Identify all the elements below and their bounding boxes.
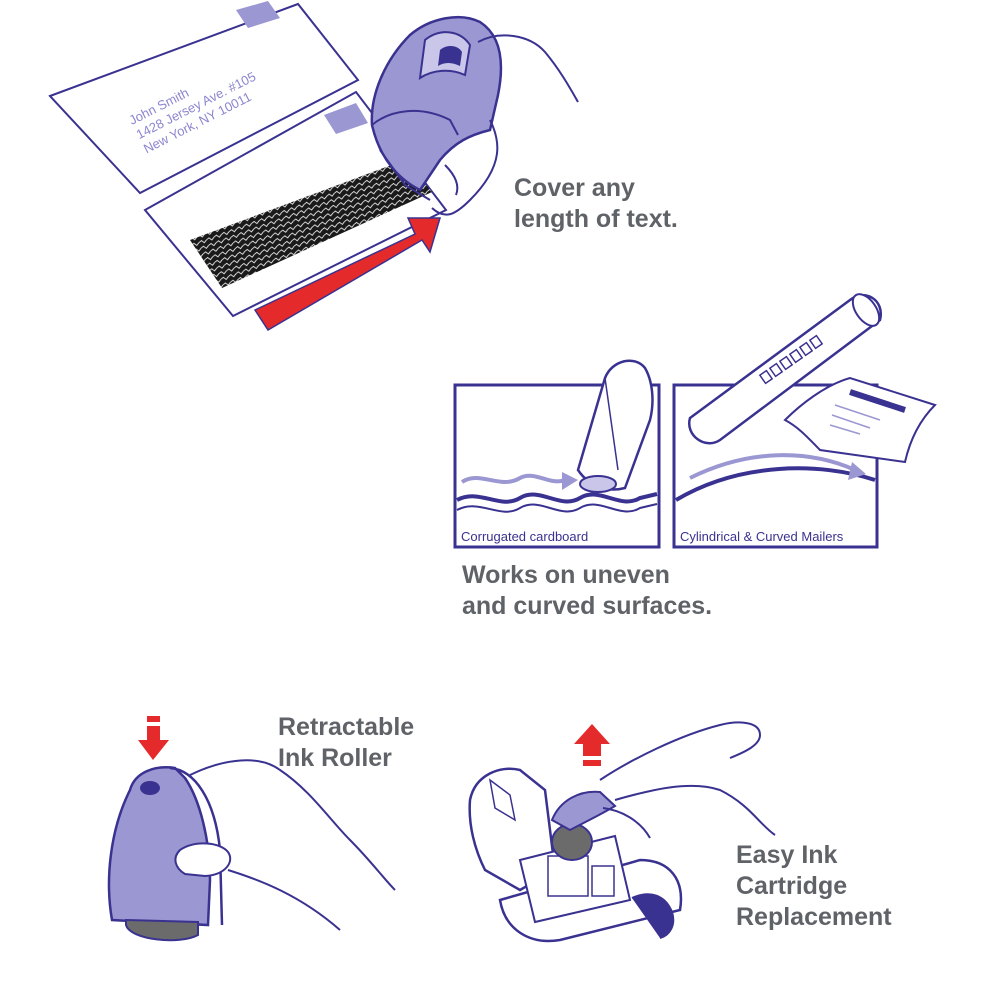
panel-label-corrugated: Corrugated cardboard <box>461 529 589 544</box>
redacted-text-area <box>190 160 432 288</box>
envelope-stamp <box>236 1 280 28</box>
caption-line: Cover any <box>514 174 635 202</box>
caption-uneven-surfaces: Works on uneven and curved surfaces. <box>462 560 712 622</box>
envelope-stamp <box>324 103 368 134</box>
tube-mailer <box>687 293 883 445</box>
hand-icon <box>599 721 776 839</box>
caption-line: length of text. <box>514 205 678 233</box>
top-envelope <box>48 1 360 195</box>
red-arrow-right-icon <box>253 217 442 332</box>
stamp-body-open <box>468 767 683 943</box>
caption-cartridge-replacement: Easy Ink Cartridge Replacement <box>736 840 892 933</box>
caption-line: Works on uneven <box>462 561 670 589</box>
red-arrow-down-icon <box>138 716 169 760</box>
caption-line: Cartridge <box>736 872 848 900</box>
caption-line: and curved surfaces. <box>462 592 713 620</box>
curved-mailer <box>783 376 937 464</box>
red-arrow-up-icon <box>574 724 610 766</box>
panel-label-cylindrical: Cylindrical & Curved Mailers <box>680 529 844 544</box>
roller-stamp-top <box>370 15 503 201</box>
caption-retractable-roller: Retractable Ink Roller <box>278 712 414 774</box>
ink-cartridge <box>550 790 617 861</box>
bottom-envelope <box>143 90 448 318</box>
caption-cover-text: Cover any length of text. <box>514 173 678 235</box>
caption-line: Easy Ink <box>736 841 838 869</box>
hand-icon <box>174 759 396 931</box>
roller-stamp-middle <box>576 359 654 493</box>
caption-line: Replacement <box>736 903 892 931</box>
hand-icon <box>431 34 579 216</box>
caption-line: Ink Roller <box>278 744 392 772</box>
caption-line: Retractable <box>278 713 415 741</box>
